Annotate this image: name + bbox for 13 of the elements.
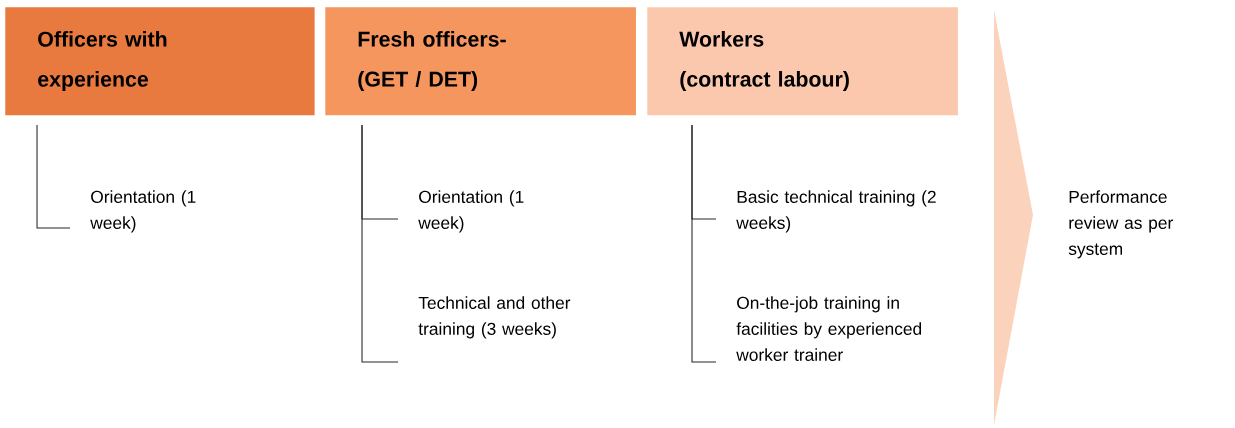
training-step: On-the-job training in facilities by experienced worker trainer xyxy=(736,296,922,361)
connector-line xyxy=(691,124,717,363)
training-step: Orientation (1 week) xyxy=(90,190,196,233)
connector-line xyxy=(361,124,399,363)
header-box: Fresh officers- (GET / DET) xyxy=(325,7,636,116)
training-step: Technical and other training (3 weeks) xyxy=(418,296,571,339)
outcome-text: Performance review as per system xyxy=(1068,190,1173,259)
training-step: Basic technical training (2 weeks) xyxy=(736,190,936,233)
header-box: Officers with experience xyxy=(5,7,315,116)
chevron-arrow xyxy=(994,10,1033,425)
header-box: Workers (contract labour) xyxy=(647,7,958,116)
connector-line xyxy=(36,124,71,229)
training-step: Orientation (1 week) xyxy=(418,190,524,233)
